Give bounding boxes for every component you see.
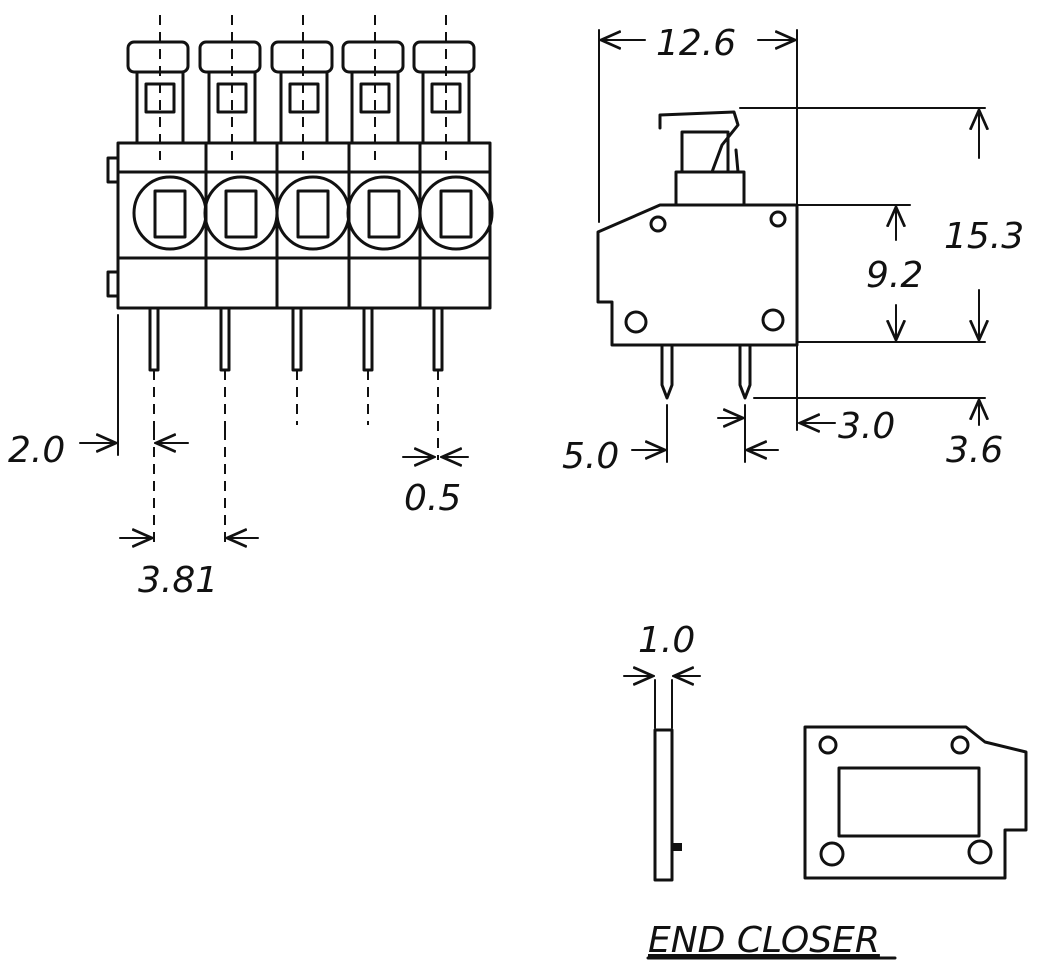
dim-pin-length: 3.6: [946, 400, 1003, 471]
dim-body-height-label: 9.2: [866, 255, 923, 296]
side-view: 12.6 15.3 9.2 3.6 3.0 5.0: [562, 23, 1024, 477]
pole-1: [126, 15, 208, 430]
dim-pin-length-label: 3.6: [946, 430, 1003, 471]
dim-pin-spacing: 5.0: [562, 436, 779, 477]
dim-pin-spacing-label: 5.0: [562, 436, 619, 477]
dim-pin-pitch-label: 3.81: [138, 560, 218, 601]
dim-thickness: 1.0: [623, 620, 701, 676]
pole-5: [412, 15, 494, 460]
front-view: 2.0 3.81 0.5: [8, 15, 494, 601]
dim-thickness-label: 1.0: [638, 620, 695, 661]
end-closer-edge: [653, 728, 674, 882]
front-body: [116, 141, 492, 310]
pole-3: [270, 15, 351, 425]
end-closer: 1.0 END CLOSER: [623, 620, 1028, 961]
dim-pin-offset: 3.0: [717, 406, 895, 447]
dim-width-label: 12.6: [656, 23, 736, 64]
pole-4: [341, 15, 422, 425]
end-closer-caption: END CLOSER: [648, 920, 880, 961]
dim-total-height: 15.3: [944, 110, 1024, 340]
dim-pin-pitch: 3.81: [119, 538, 259, 601]
dim-end-offset: 2.0: [8, 430, 189, 471]
dim-width: 12.6: [601, 23, 795, 64]
dim-pin-width: 0.5: [402, 457, 469, 519]
dim-end-offset-label: 2.0: [8, 430, 65, 471]
side-body: [596, 203, 799, 347]
dim-body-height: 9.2: [866, 207, 923, 340]
pole-2: [198, 15, 279, 430]
dim-pin-width-label: 0.5: [404, 478, 461, 519]
dim-total-height-label: 15.3: [944, 216, 1024, 257]
end-closer-face: [803, 725, 1028, 880]
dim-pin-offset-label: 3.0: [838, 406, 895, 447]
